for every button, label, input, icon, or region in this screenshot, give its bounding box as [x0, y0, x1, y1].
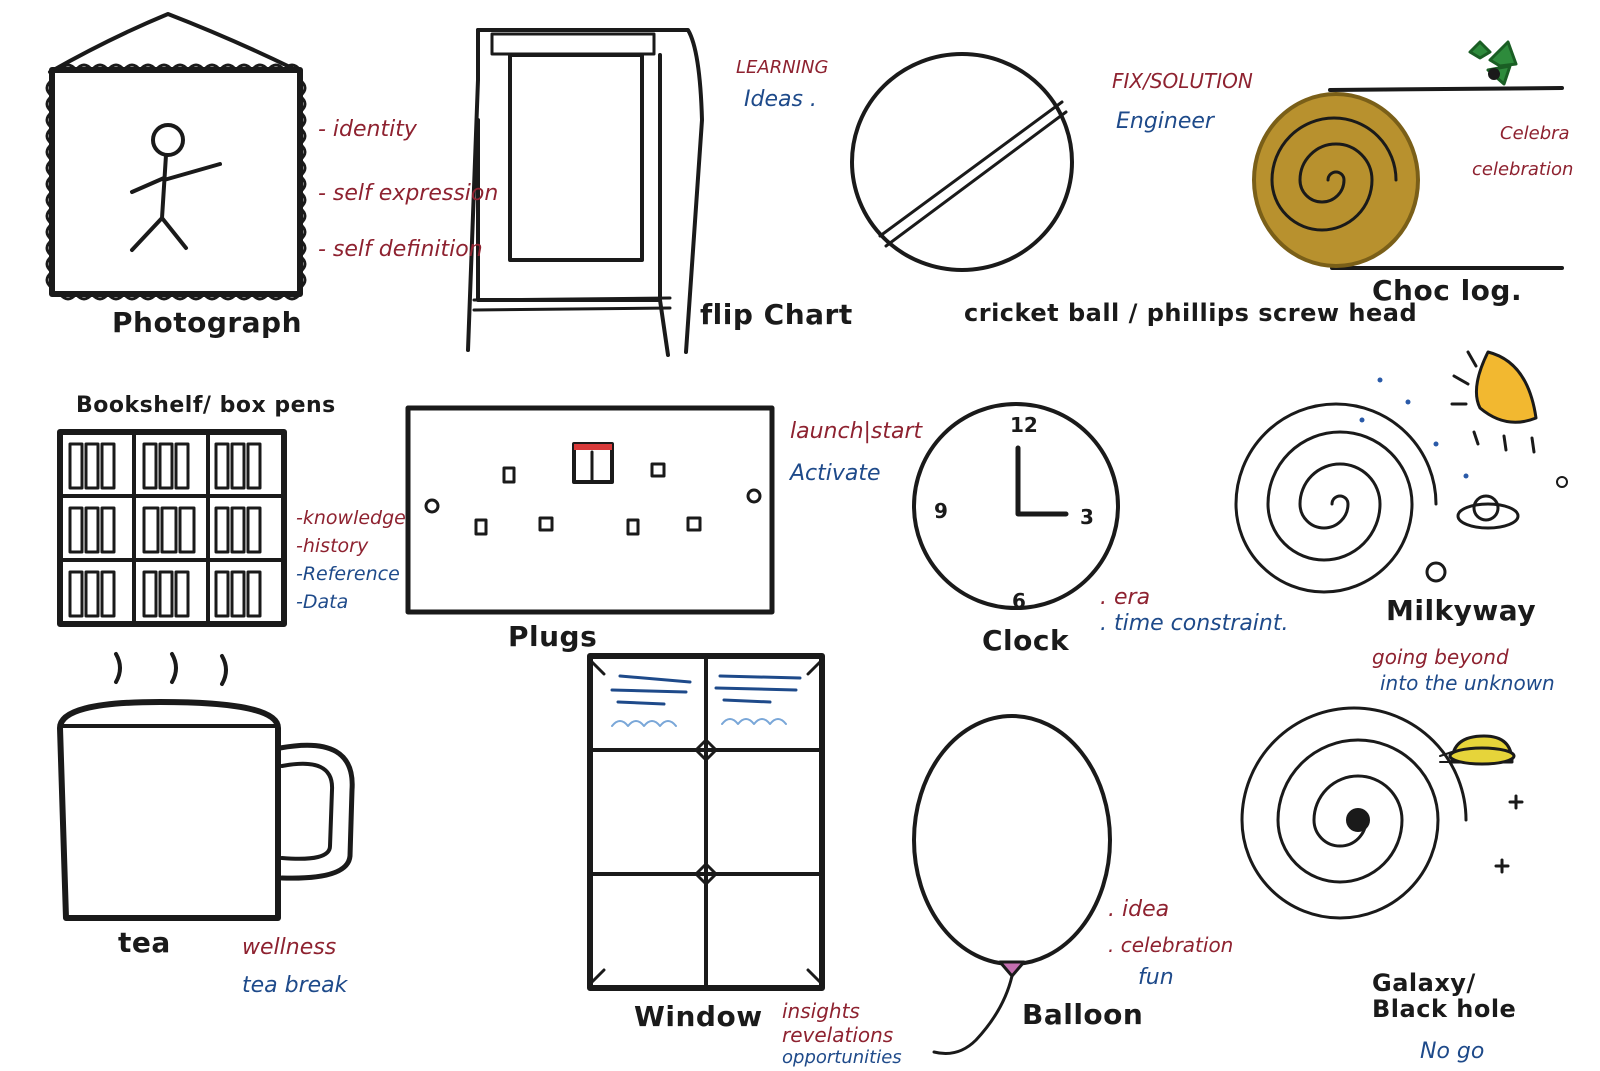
bookshelf-caption: Bookshelf/ box pens	[76, 393, 336, 418]
clock-numeral-3: 3	[1080, 505, 1094, 529]
plugs-note-launch: launch|start	[790, 419, 923, 444]
photograph-note-identity: - identity	[318, 117, 417, 142]
bookshelf-note-knowledge: -knowledge	[296, 507, 406, 529]
cricket-ball-note-fix: FIX/SOLUTION	[1112, 69, 1253, 93]
cricket-ball-caption: cricket ball / phillips screw head	[964, 299, 1418, 327]
milky-way-caption: Milkyway	[1386, 594, 1537, 627]
balloon-note-celebration: . celebration	[1108, 933, 1234, 957]
window-note-opportunities: opportunities	[782, 1047, 902, 1068]
bookshelf-icon	[57, 429, 287, 627]
flip-chart-note-ideas: Ideas .	[744, 87, 817, 112]
framed-photograph-icon	[45, 12, 307, 301]
tea-mug-icon	[57, 652, 355, 921]
milky-way-icon	[1234, 350, 1568, 594]
balloon-note-fun: fun	[1138, 965, 1174, 990]
photograph-caption: Photograph	[112, 306, 303, 339]
galaxy-black-hole-icon	[1240, 706, 1524, 920]
window-icon	[587, 653, 825, 991]
plugs-caption: Plugs	[508, 620, 598, 653]
tea-note-wellness: wellness	[242, 935, 337, 960]
balloon-icon	[912, 714, 1112, 1055]
galaxy-caption: Galaxy/ Black hole	[1372, 969, 1517, 1024]
clock-note-era: . era	[1100, 585, 1151, 610]
plugs-note-activate: Activate	[790, 461, 881, 486]
clock-note-time-constraint: . time constraint.	[1100, 611, 1289, 636]
choc-log-note-celebra: Celebra	[1500, 123, 1570, 144]
flip-chart-icon	[466, 28, 704, 357]
cricket-ball-note-engineer: Engineer	[1116, 109, 1214, 134]
balloon-note-idea: . idea	[1108, 897, 1170, 922]
bookshelf-note-data: -Data	[296, 591, 349, 613]
photograph-note-self-expression: - self expression	[318, 181, 499, 206]
clock-numeral-12: 12	[1010, 413, 1038, 437]
window-caption: Window	[634, 1000, 763, 1033]
window-note-revelations: revelations	[782, 1023, 894, 1047]
clock-icon	[912, 402, 1120, 610]
cricket-ball-icon	[850, 52, 1074, 272]
bookshelf-note-reference: -Reference	[296, 563, 400, 585]
clock-caption: Clock	[982, 624, 1070, 657]
flip-chart-caption: flip Chart	[700, 298, 853, 331]
milky-way-note-unknown: into the unknown	[1380, 671, 1555, 695]
tea-caption: tea	[118, 926, 171, 959]
balloon-caption: Balloon	[1022, 998, 1144, 1031]
choc-log-caption: Choc log.	[1372, 274, 1523, 307]
bookshelf-note-history: -history	[296, 535, 369, 557]
window-note-insights: insights	[782, 999, 860, 1023]
clock-numeral-9: 9	[934, 499, 948, 523]
plug-socket-icon	[405, 405, 775, 615]
photograph-note-self-definition: - self definition	[318, 237, 483, 262]
galaxy-note-no-go: No go	[1420, 1039, 1485, 1064]
clock-numeral-6: 6	[1012, 589, 1026, 613]
choc-log-icon	[1252, 40, 1564, 270]
tea-note-tea-break: tea break	[242, 973, 348, 998]
choc-log-note-celebration: celebration	[1472, 159, 1574, 180]
milky-way-note-going-beyond: going beyond	[1372, 645, 1509, 669]
flip-chart-note-learning: LEARNING	[736, 57, 829, 78]
